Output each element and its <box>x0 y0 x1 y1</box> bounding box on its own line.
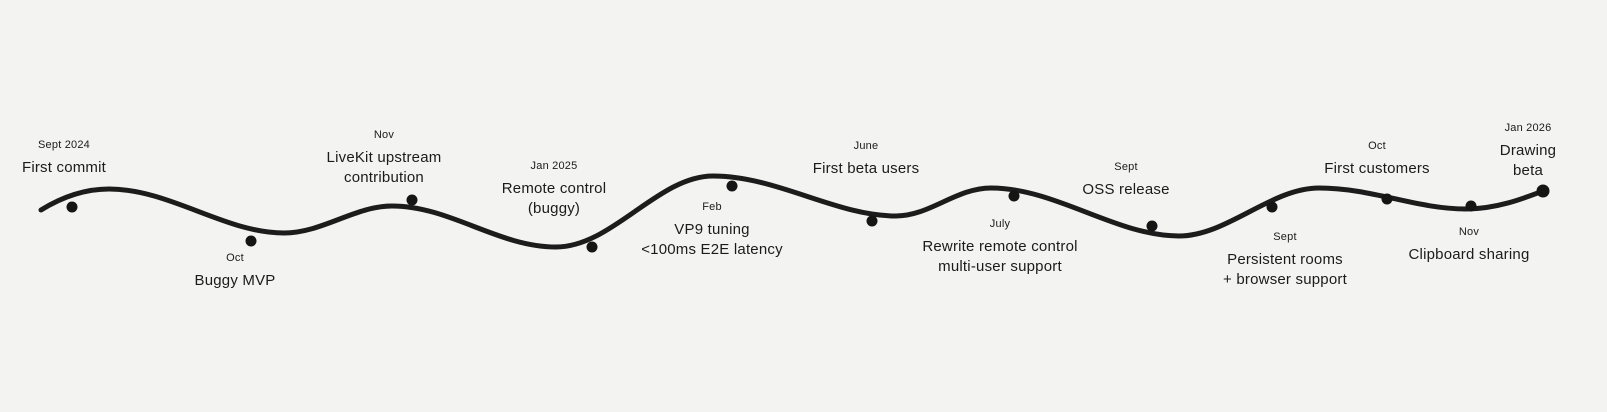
milestone-dot <box>1146 220 1158 232</box>
milestone-first-beta-users: June First beta users <box>813 140 920 179</box>
milestone-date: Jan 2026 <box>1504 122 1552 134</box>
milestone-date: July <box>989 218 1011 230</box>
milestone-dot <box>406 194 418 206</box>
milestone-date: Nov <box>373 129 395 141</box>
milestone-first-commit: Sept 2024 First commit <box>22 139 106 178</box>
milestone-dot <box>1465 200 1477 212</box>
milestone-date: June <box>853 140 879 152</box>
milestone-dot <box>1008 190 1020 202</box>
timeline-curve <box>38 173 1546 250</box>
milestone-persistent-rooms: Sept Persistent rooms + browser support <box>1223 231 1347 289</box>
milestone-title: First customers <box>1324 160 1430 177</box>
milestone-buggy-mvp: Oct Buggy MVP <box>194 252 275 291</box>
milestone-title: Rewrite remote control multi-user suppor… <box>922 238 1078 275</box>
milestone-dot <box>726 180 738 192</box>
milestone-title: First commit <box>21 159 107 176</box>
milestone-date: Jan 2025 <box>530 160 578 172</box>
milestone-oss-release: Sept OSS release <box>1082 161 1169 200</box>
milestone-dot <box>66 201 78 213</box>
milestone-title: Remote control (buggy) <box>501 180 607 217</box>
milestone-title: Clipboard sharing <box>1408 246 1530 263</box>
milestone-date: Oct <box>1368 140 1386 152</box>
milestone-dot <box>586 241 598 253</box>
milestone-vp9-tuning: Feb VP9 tuning <100ms E2E latency <box>641 201 783 259</box>
milestone-title: LiveKit upstream contribution <box>326 149 442 186</box>
milestone-date: Nov <box>1458 226 1480 238</box>
milestone-remote-control-buggy: Jan 2025 Remote control (buggy) <box>502 160 607 218</box>
milestone-dot <box>1536 184 1550 198</box>
milestone-dot <box>245 235 257 247</box>
milestone-first-customers: Oct First customers <box>1324 140 1430 179</box>
milestone-dot <box>1381 193 1393 205</box>
milestone-livekit-upstream-contribution: Nov LiveKit upstream contribution <box>327 129 442 187</box>
milestone-date: Oct <box>226 252 244 264</box>
milestone-drawing-beta: Jan 2026 Drawing beta <box>1489 122 1568 180</box>
milestone-dot <box>866 215 878 227</box>
milestone-title: Buggy MVP <box>194 272 276 289</box>
milestone-title: VP9 tuning <100ms E2E latency <box>641 221 783 258</box>
milestone-title: First beta users <box>812 160 920 177</box>
milestone-date: Sept 2024 <box>38 139 90 151</box>
milestone-date: Sept <box>1273 231 1297 243</box>
milestone-date: Feb <box>702 201 722 213</box>
milestone-rewrite-remote-control: July Rewrite remote control multi-user s… <box>922 218 1077 276</box>
milestone-title: OSS release <box>1082 181 1170 198</box>
milestone-title: Persistent rooms + browser support <box>1223 251 1347 288</box>
milestone-clipboard-sharing: Nov Clipboard sharing <box>1409 226 1530 265</box>
milestone-dot <box>1266 201 1278 213</box>
milestone-title: Drawing beta <box>1499 142 1557 179</box>
milestone-date: Sept <box>1114 161 1138 173</box>
